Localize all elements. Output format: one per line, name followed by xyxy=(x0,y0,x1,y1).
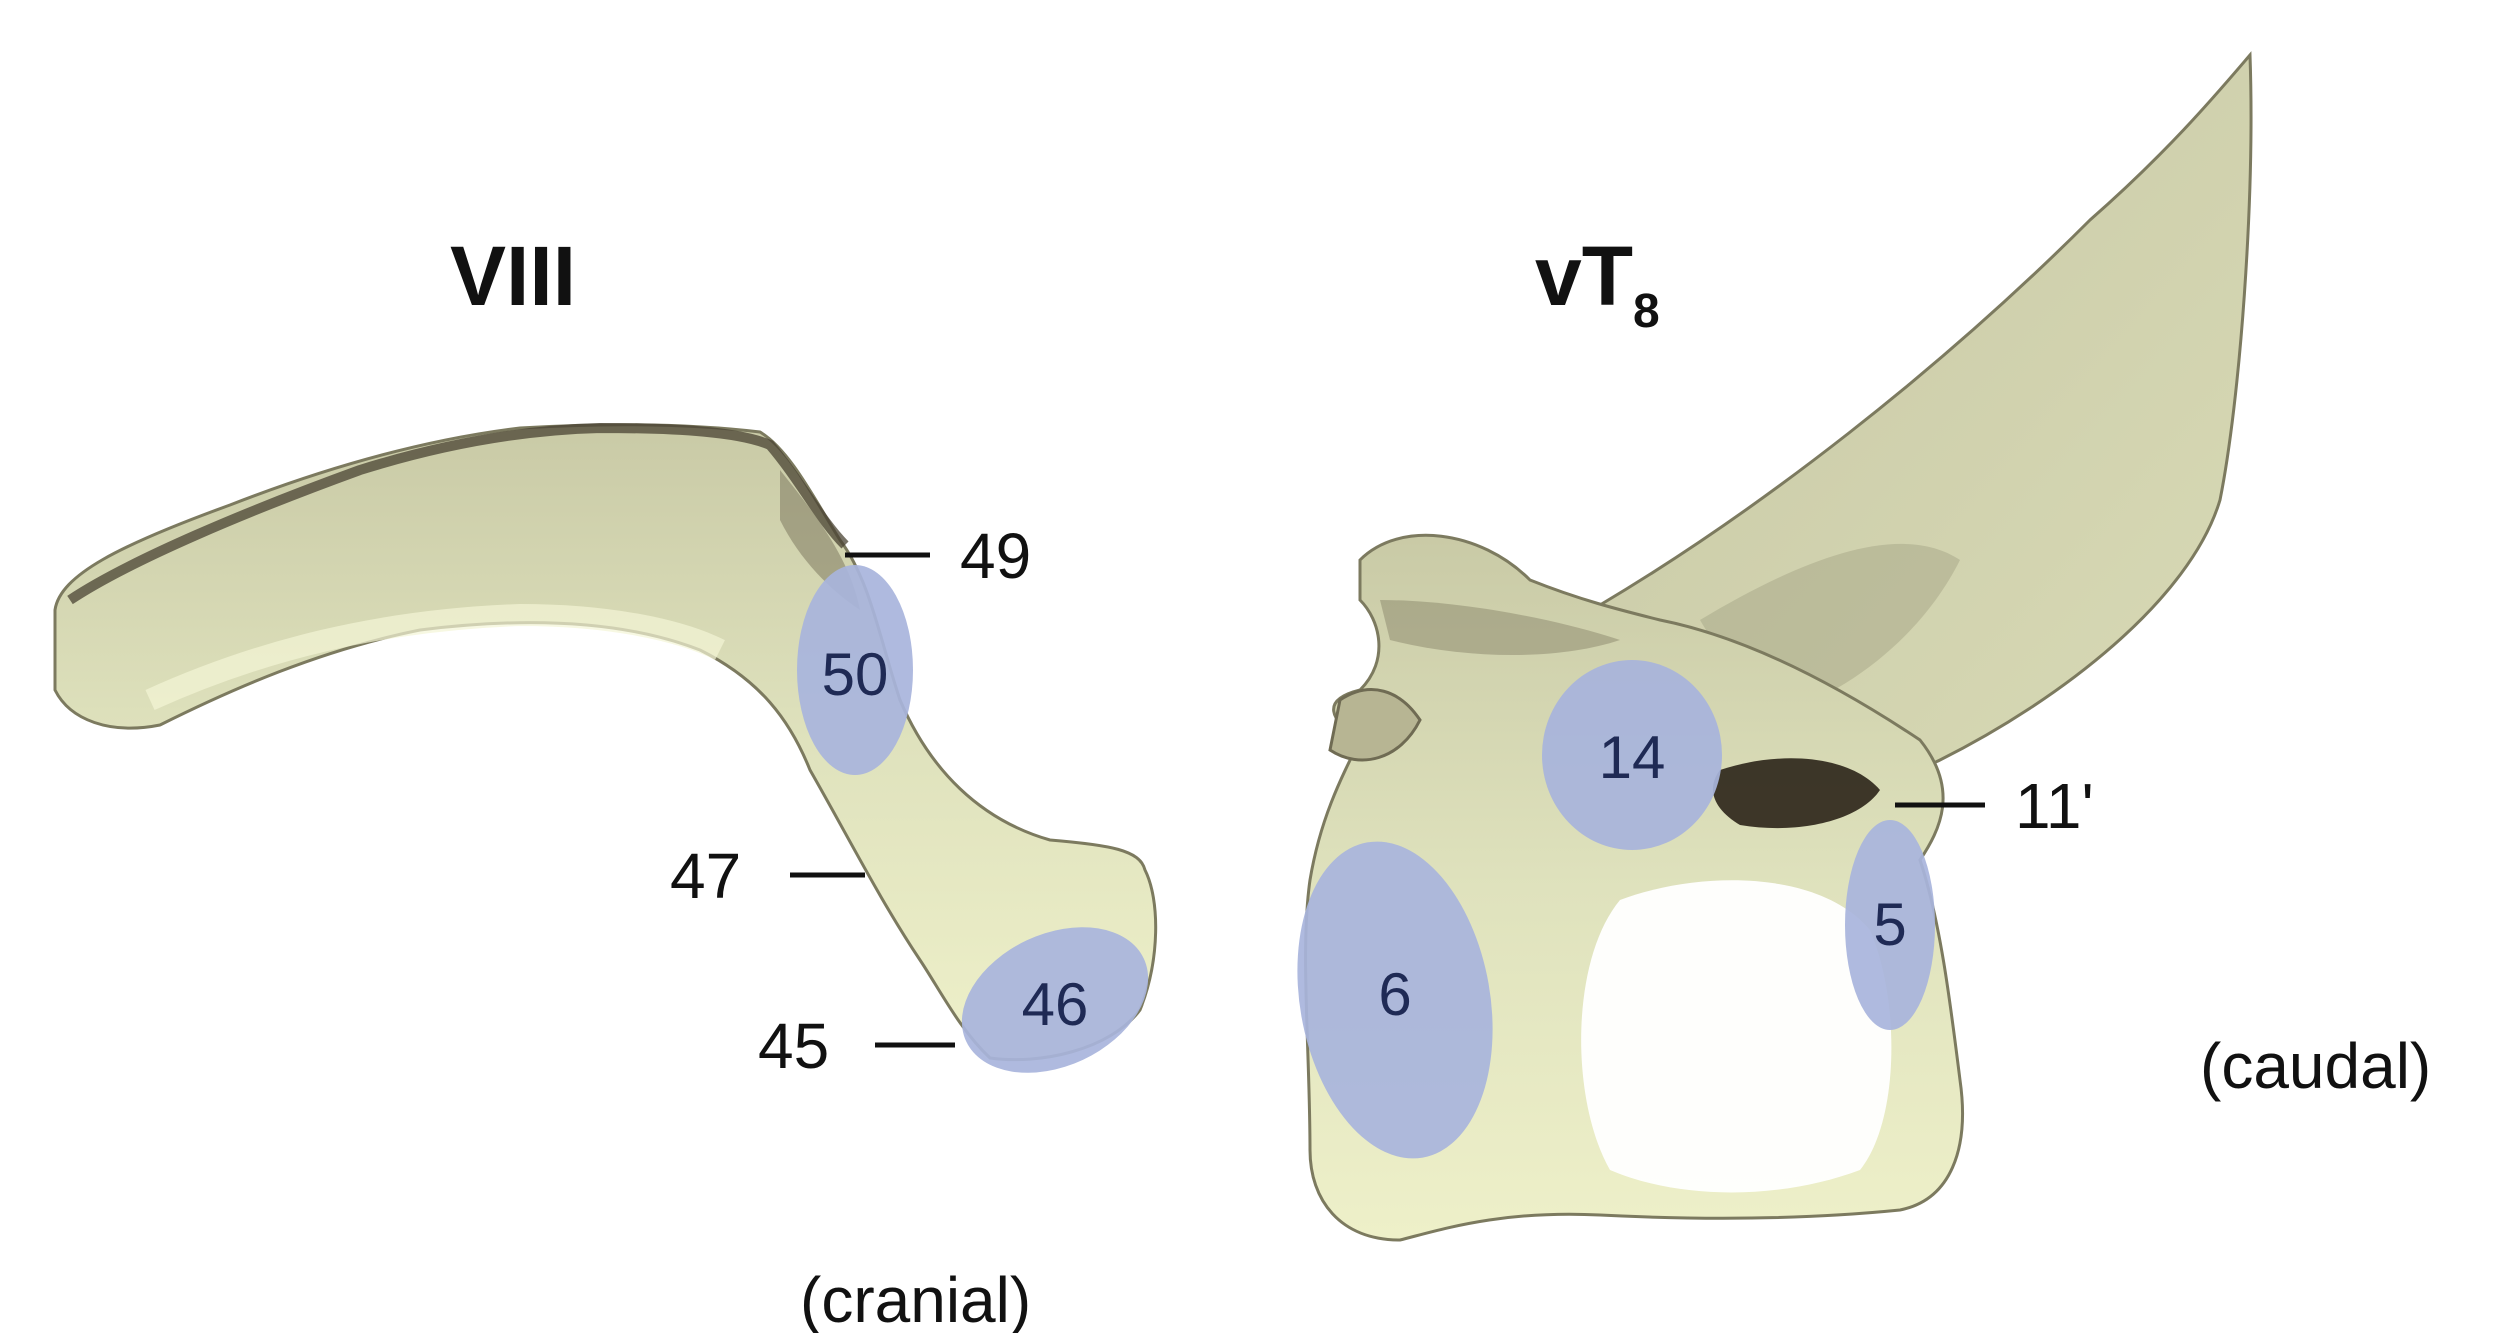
title-vt8-sub: 8 xyxy=(1633,285,1660,338)
label-47: 47 xyxy=(670,840,741,912)
facet-50-label: 50 xyxy=(822,641,889,708)
title-vt8-main: vT xyxy=(1535,229,1633,323)
label-11prime: 11' xyxy=(2015,770,2094,842)
facet-6-label: 6 xyxy=(1378,961,1411,1028)
label-45: 45 xyxy=(758,1010,829,1082)
facet-5-label: 5 xyxy=(1873,891,1906,958)
vertebral-foramen xyxy=(1581,880,1891,1192)
facet-14-label: 14 xyxy=(1599,724,1666,791)
label-49: 49 xyxy=(960,520,1031,592)
title-vt8: vT8 xyxy=(1535,229,1660,338)
rib-viii-specimen: 50 46 49 47 45 VIII xyxy=(55,229,1172,1101)
title-viii: VIII xyxy=(450,229,576,323)
orientation-caudal: (caudal) xyxy=(2200,1030,2431,1102)
orientation-cranial: (cranial) xyxy=(800,1264,1031,1333)
vertebra-t8-specimen: 14 6 5 11' vT8 xyxy=(1274,55,2251,1240)
facet-46-label: 46 xyxy=(1022,971,1089,1038)
